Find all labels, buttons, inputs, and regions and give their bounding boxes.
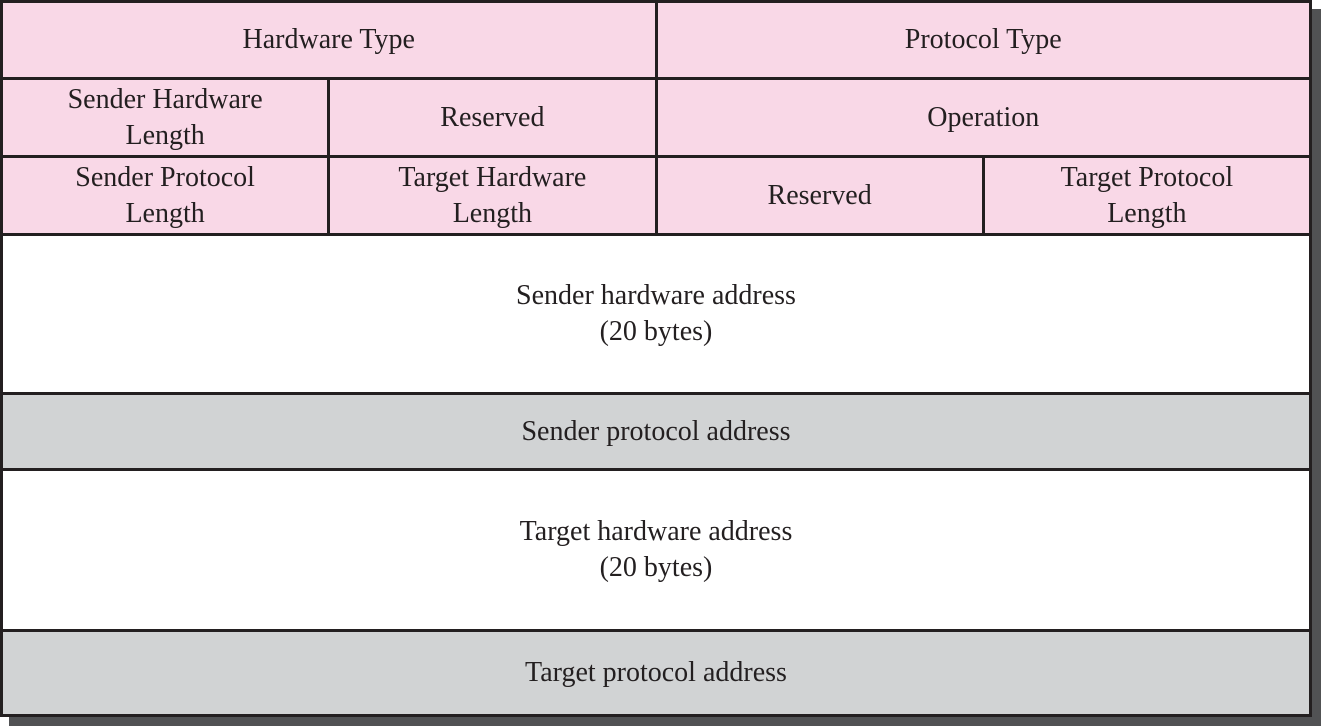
field-sender-hardware-address: Sender hardware address (20 bytes)	[3, 236, 1309, 392]
field-hardware-type: Hardware Type	[3, 3, 655, 77]
field-target-protocol-length: Target Protocol Length	[984, 158, 1309, 233]
field-sender-hardware-length: Sender Hardware Length	[3, 80, 328, 155]
field-target-hardware-address: Target hardware address (20 bytes)	[3, 471, 1309, 629]
field-operation: Operation	[657, 80, 1309, 155]
field-reserved-top: Reserved	[330, 80, 655, 155]
field-sender-protocol-length: Sender Protocol Length	[3, 158, 328, 233]
field-sender-protocol-address: Sender protocol address	[3, 395, 1309, 468]
packet-format-table: Hardware Type Protocol Type Sender Hardw…	[0, 0, 1312, 717]
field-reserved-bottom: Reserved	[657, 158, 982, 233]
field-protocol-type: Protocol Type	[657, 3, 1309, 77]
field-target-hardware-length: Target Hardware Length	[330, 158, 655, 233]
field-target-protocol-address: Target protocol address	[3, 632, 1309, 714]
